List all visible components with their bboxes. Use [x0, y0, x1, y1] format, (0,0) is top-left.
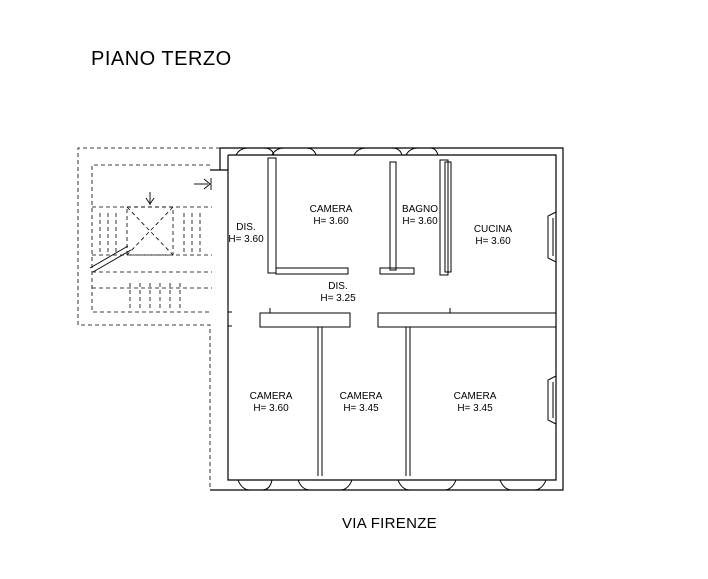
room-height: H= 3.60 [402, 216, 438, 227]
room-height: H= 3.60 [313, 216, 349, 227]
room-name: CAMERA [339, 391, 383, 402]
stair-well-dashed [77, 147, 220, 490]
room-height: H= 3.45 [343, 403, 379, 414]
room-name: DIS. [328, 281, 348, 292]
room-name: DIS. [236, 222, 256, 233]
room-label-dis-2: DIS. H= 3.25 [320, 281, 355, 305]
windows [235, 147, 557, 491]
room-name: BAGNO [401, 204, 439, 215]
room-label-bagno: BAGNO H= 3.60 [402, 204, 438, 228]
street-label: VIA FIRENZE [342, 515, 437, 532]
room-height: H= 3.60 [475, 236, 511, 247]
room-name: CAMERA [249, 391, 293, 402]
exterior-walls [210, 147, 564, 491]
interior-walls [228, 157, 557, 476]
room-label-camera-1: CAMERA H= 3.60 [310, 204, 353, 228]
room-label-camera-4: CAMERA H= 3.45 [454, 391, 497, 415]
room-name: CAMERA [309, 204, 353, 215]
room-name: CAMERA [453, 391, 497, 402]
room-height: H= 3.60 [228, 234, 264, 245]
room-label-camera-2: CAMERA H= 3.60 [250, 391, 293, 415]
room-height: H= 3.45 [457, 403, 493, 414]
room-height: H= 3.25 [320, 293, 356, 304]
room-height: H= 3.60 [253, 403, 289, 414]
room-label-camera-3: CAMERA H= 3.45 [340, 391, 383, 415]
room-label-cucina: CUCINA H= 3.60 [474, 224, 512, 248]
plan-title: PIANO TERZO [91, 48, 232, 70]
room-label-dis-1: DIS. H= 3.60 [228, 222, 263, 246]
stair-direction-arrow-icon [89, 178, 212, 273]
room-name: CUCINA [473, 224, 513, 235]
